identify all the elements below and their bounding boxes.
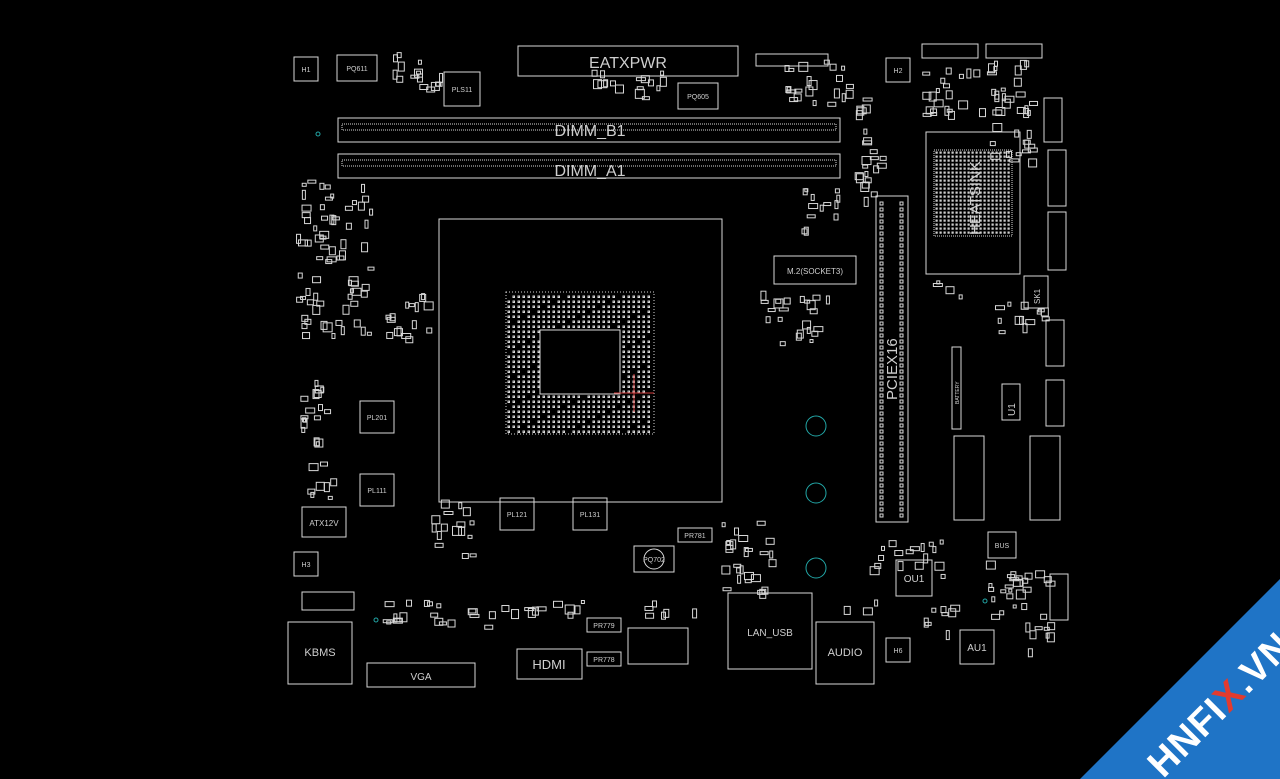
pq702-label: PQ702 [643,557,665,564]
inductor-pl131[interactable]: PL131 [572,497,608,531]
kbms-label: KBMS [304,647,335,659]
resistor-pr781[interactable]: PR781 [677,527,713,543]
inductor-pl121[interactable]: PL121 [499,497,535,531]
mosfet-pq611[interactable]: PQ611 [336,54,378,82]
inductor-pl111[interactable]: PL111 [359,473,395,507]
red-cursor-marker [614,374,654,412]
pr781-label: PR781 [684,533,706,540]
pl121-label: PL121 [507,512,527,519]
svg-text:H1: H1 [302,67,311,74]
dimm-a1-slot[interactable]: DIMM_A1 [337,153,841,180]
watermark-banner: HNFIX.VN [1080,579,1280,779]
pls11-label: PLS11 [452,87,473,94]
mount-hole-1: H1 [293,56,319,82]
audio-label: AUDIO [828,647,863,659]
dimm-b1-label: DIMM_B1 [554,123,625,140]
mount-hole-6: H6 [885,637,911,663]
cpu-socket[interactable] [438,218,723,503]
mount-hole-2: H2 [885,57,911,83]
resistor-pr778[interactable]: PR778 [586,651,622,667]
atx12v-label: ATX12V [309,519,339,528]
u1-label: U1 [1007,403,1018,416]
pq611-label: PQ611 [346,66,367,73]
pr778-label: PR778 [593,657,615,664]
inductor-pls11[interactable]: PLS11 [443,71,481,107]
svg-text:H6: H6 [894,648,903,655]
svg-text:H3: H3 [302,562,311,569]
ic-ou1[interactable]: OU1 [895,559,933,597]
m2-socket[interactable]: M.2(SOCKET3) [773,255,857,285]
passive-components [296,52,1056,658]
atx12v-connector[interactable]: ATX12V [301,506,347,538]
mount-hole-3: H3 [293,551,319,577]
dvi-port[interactable] [627,627,689,665]
battery-label: BATTERY [955,381,961,404]
hdmi-port[interactable]: HDMI [516,648,583,680]
dimm-a1-label: DIMM_A1 [554,163,625,180]
sk1-label: SK1 [1033,288,1042,304]
right-headers [301,43,1069,621]
ic-bus[interactable]: BUS [987,531,1017,559]
resistor-pr779[interactable]: PR779 [586,617,622,633]
m2-label: M.2(SOCKET3) [787,267,843,276]
watermark-triangle [1080,579,1280,779]
ic-au1[interactable]: AU1 [959,629,995,665]
inductor-pl201[interactable]: PL201 [359,400,395,434]
battery-holder[interactable]: BATTERY [951,346,962,430]
dimm-b1-slot[interactable]: DIMM_B1 [337,117,841,143]
lan-usb-label: LAN_USB [747,628,793,639]
kbms-port[interactable]: KBMS [287,621,353,685]
pl201-label: PL201 [367,415,387,422]
mosfet-pq702[interactable]: PQ702 [633,545,675,573]
vga-port[interactable]: VGA [366,662,476,688]
au1-label: AU1 [967,643,987,654]
pl131-label: PL131 [580,512,600,519]
hdmi-label: HDMI [532,657,565,672]
ic-sk1[interactable]: SK1 [1023,275,1049,309]
pq605-label: PQ605 [687,94,709,101]
pciex16-slot[interactable]: PCIEX16 [875,195,909,523]
pciex16-label: PCIEX16 [884,338,901,400]
eatxpwr-connector[interactable]: EATXPWR [517,45,739,77]
svg-text:H2: H2 [894,68,903,75]
ic-u1[interactable]: U1 [1001,383,1021,421]
eatxpwr-label: EATXPWR [589,55,667,72]
ou1-label: OU1 [904,574,925,585]
pl111-label: PL111 [367,488,386,495]
vga-label: VGA [410,672,431,683]
mosfet-pq605[interactable]: PQ605 [677,82,719,110]
bus-label: BUS [995,543,1010,550]
lan-usb-port[interactable]: LAN_USB [727,592,813,670]
teal-vias [315,131,988,623]
pr779-label: PR779 [593,623,615,630]
audio-jack[interactable]: AUDIO [815,621,875,685]
